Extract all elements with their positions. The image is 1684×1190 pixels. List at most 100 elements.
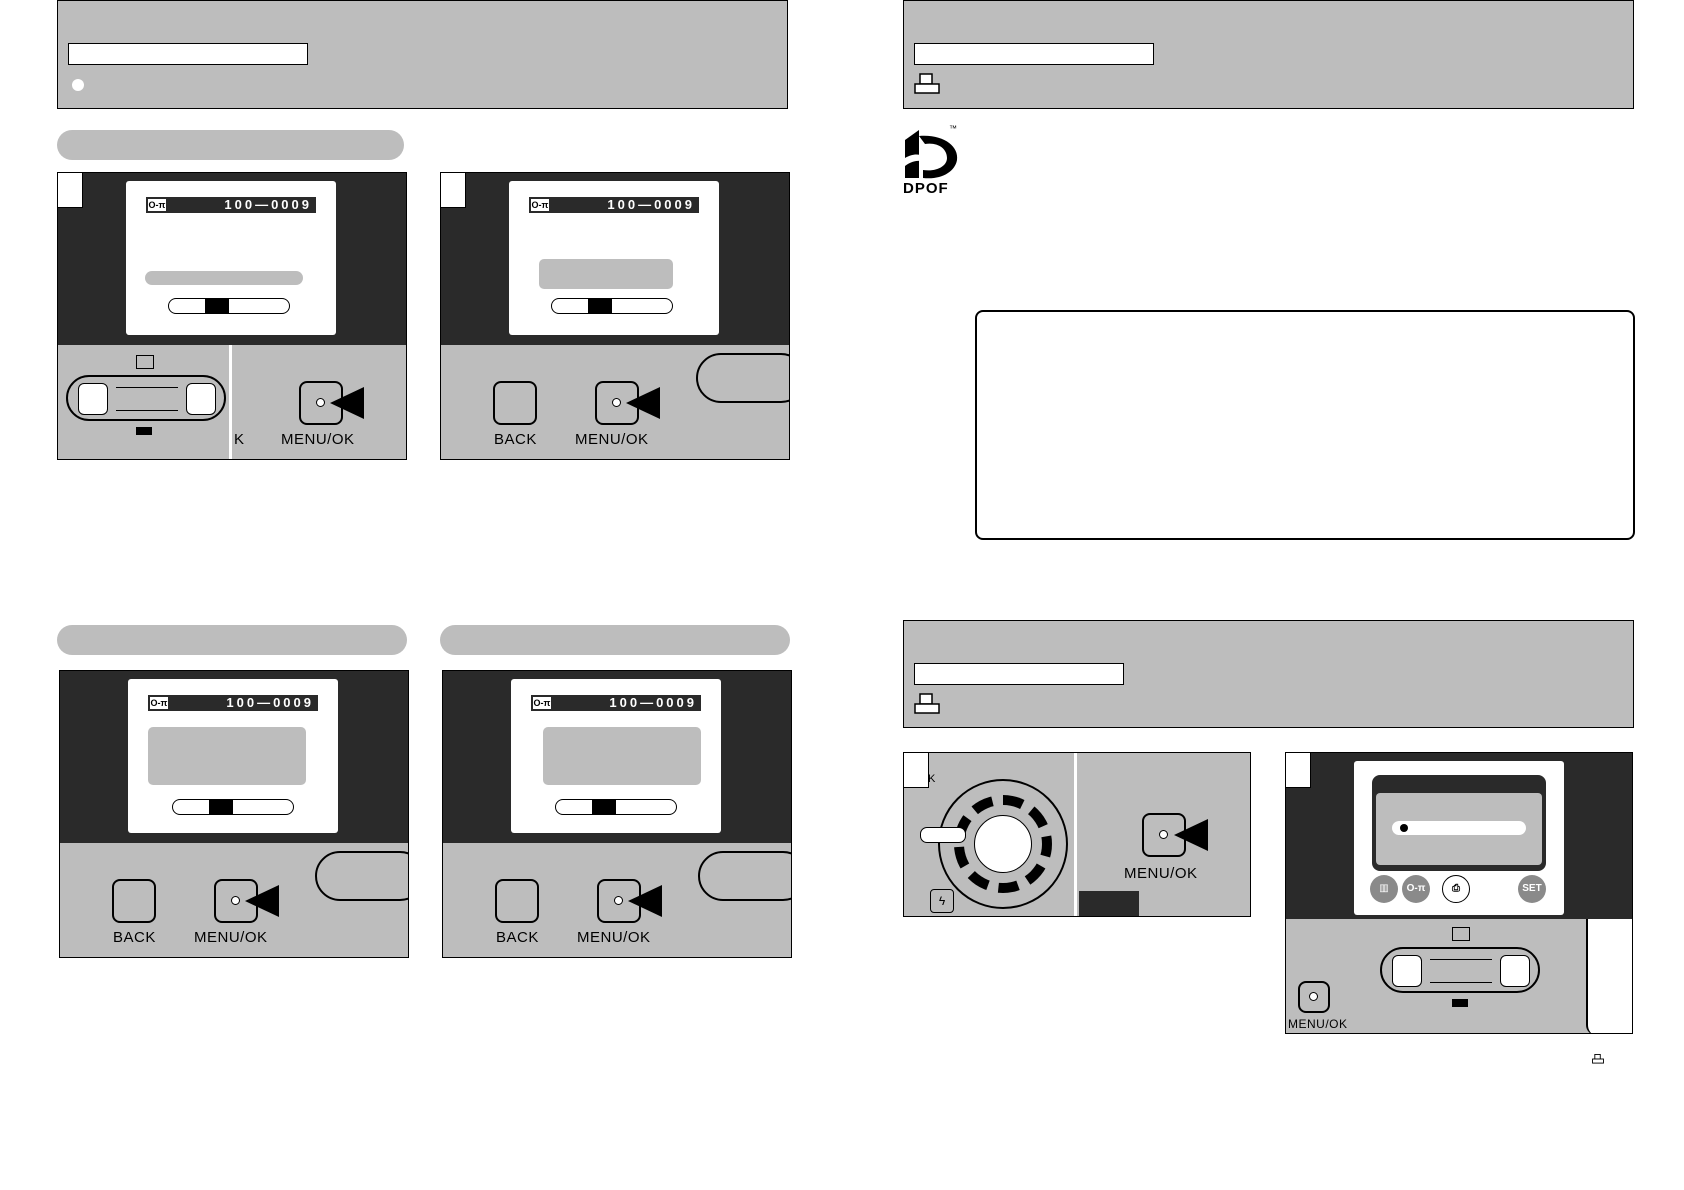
yes-no-toggle[interactable] <box>555 799 677 815</box>
dpof-tm: ™ <box>949 124 957 133</box>
left-arrow-button[interactable] <box>696 353 789 403</box>
yes-no-toggle[interactable] <box>172 799 294 815</box>
section-pill-2 <box>57 625 407 655</box>
erase-icon[interactable]: ▥ <box>1370 875 1398 903</box>
section-pill-1 <box>57 130 404 160</box>
zoom-wide-icon <box>136 427 152 435</box>
lcd-message-bar <box>539 259 673 289</box>
note-box <box>975 310 1635 540</box>
back-button-label-partial: K <box>234 431 245 448</box>
lcd-header: O-π 100—0009 <box>148 695 318 711</box>
lcd-message-box <box>148 727 306 785</box>
printer-icon <box>1592 1054 1604 1064</box>
lcd-screen: O-π 100—0009 <box>128 679 338 833</box>
white-circle-bullet-icon <box>72 79 84 91</box>
frame-counter: 100—0009 <box>609 695 697 710</box>
left-arrow-button[interactable] <box>1392 955 1422 987</box>
right-lower-header-box <box>903 620 1634 728</box>
press-arrow-icon <box>626 387 660 419</box>
menu-ok-label: MENU/OK <box>281 431 355 448</box>
lcd-screen: ▥ O-π ⎙ SET <box>1354 761 1564 915</box>
section-pill-3 <box>440 625 790 655</box>
camera-back-strip: K MENU/OK <box>58 345 406 459</box>
press-arrow-icon <box>330 387 364 419</box>
screen-panel-c: O-π 100—0009 BACK MENU/OK <box>59 670 409 958</box>
lcd-header: O-π 100—0009 <box>529 197 699 213</box>
lcd-screen: O-π 100—0009 <box>511 679 721 833</box>
menu-selected-option[interactable] <box>1392 821 1526 835</box>
camera-back-strip: BACK MENU/OK <box>443 843 791 957</box>
lcd-header: O-π 100—0009 <box>146 197 316 213</box>
protect-key-icon: O-π <box>531 199 549 211</box>
menu-lcd-panel: ▥ O-π ⎙ SET MENU/OK <box>1285 752 1633 1034</box>
lcd-screen: O-π 100—0009 <box>509 181 719 335</box>
printer-icon <box>914 73 940 94</box>
step-number-box <box>441 173 466 208</box>
screen-panel-a: O-π 100—0009 K MENU/OK <box>57 172 407 460</box>
protect-key-icon: O-π <box>150 697 168 709</box>
camera-back-strip: BACK MENU/OK <box>441 345 789 459</box>
set-button[interactable]: SET <box>1518 875 1546 903</box>
back-label: BACK <box>494 431 537 448</box>
left-arrow-button[interactable] <box>315 851 408 901</box>
printer-icon[interactable]: ⎙ <box>1442 875 1470 903</box>
dpof-logo-mark <box>905 130 958 179</box>
flash-icon: ϟ <box>930 889 954 913</box>
yes-no-toggle[interactable] <box>168 298 290 314</box>
left-header-box <box>57 0 788 109</box>
menu-ok-button[interactable] <box>1298 981 1330 1013</box>
menu-ok-label: MENU/OK <box>575 431 649 448</box>
right-header-title-bar <box>914 43 1154 65</box>
protect-key-icon: O-π <box>148 199 166 211</box>
arrow-pad[interactable] <box>1380 947 1540 993</box>
menu-ok-label: MENU/OK <box>577 929 651 946</box>
arrow-pad[interactable] <box>66 375 226 421</box>
frame-counter: 100—0009 <box>607 197 695 212</box>
dpof-logo: ™ DPOF <box>903 124 963 197</box>
back-label: BACK <box>113 929 156 946</box>
back-button-label-partial: K <box>928 773 936 785</box>
camera-back-strip: MENU/OK <box>1286 919 1632 1033</box>
protect-key-icon[interactable]: O-π <box>1402 875 1430 903</box>
left-header-title-bar <box>68 43 308 65</box>
back-button[interactable] <box>495 879 539 923</box>
frame-counter: 100—0009 <box>226 695 314 710</box>
camera-back-strip: BACK MENU/OK <box>60 843 408 957</box>
lcd-screen: O-π 100—0009 <box>126 181 336 335</box>
lcd-header: O-π 100—0009 <box>531 695 701 711</box>
menu-popup <box>1372 775 1546 871</box>
left-arrow-button[interactable] <box>698 851 791 901</box>
menu-ok-label: MENU/OK <box>194 929 268 946</box>
screen-panel-d: O-π 100—0009 BACK MENU/OK <box>442 670 792 958</box>
yes-no-toggle[interactable] <box>551 298 673 314</box>
printer-icon <box>914 693 940 714</box>
back-button[interactable] <box>493 381 537 425</box>
menu-ok-label: MENU/OK <box>1124 865 1198 882</box>
protect-key-icon: O-π <box>533 697 551 709</box>
zoom-tele-icon <box>136 355 154 369</box>
right-header-box <box>903 0 1634 109</box>
frame-counter: 100—0009 <box>224 197 312 212</box>
press-arrow-icon <box>628 885 662 917</box>
right-arrow-button[interactable] <box>1500 955 1530 987</box>
back-button[interactable] <box>112 879 156 923</box>
zoom-tele-icon <box>1452 927 1470 941</box>
left-arrow-button[interactable] <box>78 383 108 415</box>
dpof-text: DPOF <box>903 180 949 197</box>
zoom-wide-icon <box>1452 999 1468 1007</box>
screen-panel-b: O-π 100—0009 BACK MENU/OK <box>440 172 790 460</box>
press-arrow-icon <box>245 885 279 917</box>
step-number-box <box>1286 753 1311 788</box>
playback-mode-marker <box>920 827 966 843</box>
mode-dial[interactable] <box>938 779 1068 909</box>
step-number-box <box>904 753 929 788</box>
right-arrow-button[interactable] <box>186 383 216 415</box>
press-arrow-icon <box>1174 819 1208 851</box>
right-lower-title-bar <box>914 663 1124 685</box>
lcd-message-bar <box>145 271 303 285</box>
lcd-message-box <box>543 727 701 785</box>
back-label: BACK <box>496 929 539 946</box>
step-number-box <box>58 173 83 208</box>
menu-ok-label: MENU/OK <box>1288 1017 1348 1031</box>
mode-dial-panel: K ϟ MENU/OK <box>903 752 1251 917</box>
